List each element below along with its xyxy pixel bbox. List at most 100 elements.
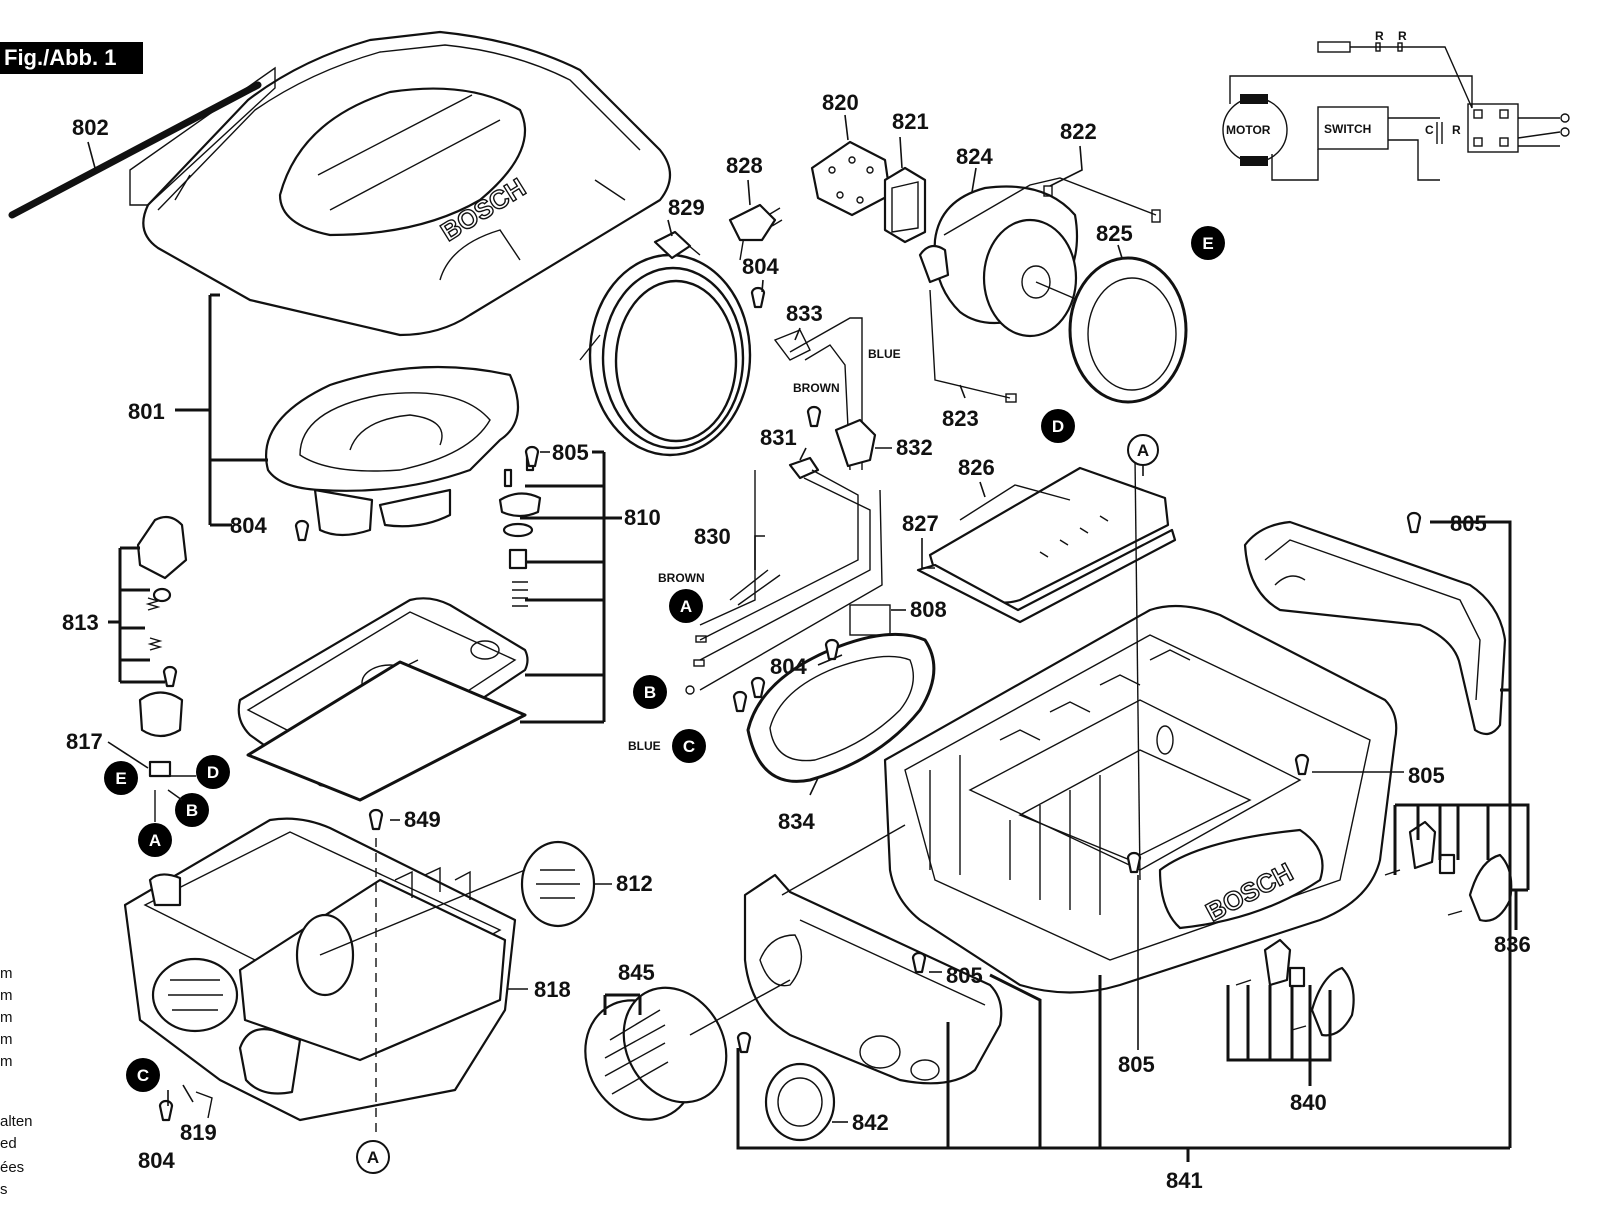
knob-842 [764,1062,836,1142]
clip-set-836 [1384,820,1513,922]
schematic-c: C [1425,123,1434,137]
cover-disc-812 [520,840,596,928]
label-805-b: 805 [1450,511,1487,536]
label-805-e: 805 [1118,1052,1155,1077]
rear-handle [1243,520,1507,736]
power-cord [579,203,783,457]
svg-text:ées: ées [0,1159,24,1176]
svg-text:m: m [0,987,13,1004]
marker-a-switch: A [138,823,172,857]
marker-d-switch: D [196,755,230,789]
label-804-b: 804 [138,1148,175,1173]
schematic-r3: R [1452,123,1461,137]
filter-plate [237,597,529,802]
switch-knob-assembly [136,515,188,778]
svg-text:D: D [207,763,219,782]
schematic-motor: MOTOR [1226,123,1271,137]
label-836: 836 [1494,932,1531,957]
label-805-c: 805 [1408,763,1445,788]
marker-a-left: A [669,589,703,623]
label-827: 827 [902,511,939,536]
label-812: 812 [616,871,653,896]
label-829: 829 [668,195,705,220]
leader-lines [87,114,1530,1162]
marker-c-left: C [672,729,706,763]
label-801: 801 [128,399,165,424]
label-805-a: 805 [552,440,589,465]
spring-clip-819 [195,1091,213,1119]
label-828: 828 [726,153,763,178]
figure-label: Fig./Abb. 1 [0,42,143,74]
filter-hardware-stack [498,450,542,607]
filter-screen [916,466,1177,624]
label-831: 831 [760,425,797,450]
switch-symbol [1317,106,1389,150]
svg-text:D: D [1052,417,1064,436]
svg-text:A: A [1137,441,1149,460]
label-820: 820 [822,90,859,115]
screws [158,286,1422,1122]
svg-text:A: A [680,597,692,616]
svg-text:alten: alten [0,1113,33,1130]
wire-blue-top: BLUE [868,347,901,361]
schematic-r2: R [1398,29,1407,43]
front-panel [743,873,1003,1085]
filter-845 [584,986,728,1121]
dust-container [123,817,517,1122]
label-819: 819 [180,1120,217,1145]
label-817: 817 [66,729,103,754]
marker-b-switch: B [175,793,209,827]
motor-assembly [810,140,1188,404]
svg-text:A: A [367,1148,379,1167]
strip-802 [8,66,276,219]
label-823: 823 [942,406,979,431]
wiring-schematic: R R MOTOR SWITCH C R [1222,29,1570,181]
svg-text:s: s [0,1181,8,1198]
label-824: 824 [956,144,993,169]
label-805-d: 805 [946,963,983,988]
svg-text:ed: ed [0,1135,17,1152]
svg-text:B: B [186,801,198,820]
wire-blue-left: BLUE [628,739,661,753]
wire-brown-top: BROWN [793,381,840,395]
label-802: 802 [72,115,109,140]
label-808: 808 [910,597,947,622]
clip-set-840 [1235,938,1355,1037]
wire-brown-left: BROWN [658,571,705,585]
svg-text:m: m [0,965,13,982]
main-housing: BOSCH [883,457,1398,994]
inner-bowl [265,365,520,537]
part-labels: 802 801 804 813 817 805 810 849 812 818 … [62,90,1531,1193]
label-833: 833 [786,301,823,326]
label-834: 834 [778,809,815,834]
label-841: 841 [1166,1168,1203,1193]
label-818: 818 [534,977,571,1002]
label-804-d: 804 [770,654,807,679]
label-825: 825 [1096,221,1133,246]
svg-text:m: m [0,1009,13,1026]
grille-frame [746,604,936,783]
label-810: 810 [624,505,661,530]
svg-text:E: E [115,769,126,788]
marker-a-top: A [1127,434,1159,466]
svg-text:m: m [0,1053,13,1070]
schematic-switch: SWITCH [1324,122,1371,136]
svg-text:B: B [644,683,656,702]
label-826: 826 [958,455,995,480]
marker-b-left: B [633,675,667,709]
label-842: 842 [852,1110,889,1135]
assembly-axes [319,824,906,1135]
wire-labels: BROWN BLUE BROWN BLUE [628,347,901,753]
top-cover: BOSCH [142,30,672,337]
svg-text:m: m [0,1031,13,1048]
label-845: 845 [618,960,655,985]
marker-e-right: E [1191,226,1225,260]
svg-text:A: A [149,831,161,850]
svg-text:E: E [1202,234,1213,253]
svg-text:C: C [683,737,695,756]
label-830: 830 [694,524,731,549]
schematic-r1: R [1375,29,1384,43]
label-832: 832 [896,435,933,460]
